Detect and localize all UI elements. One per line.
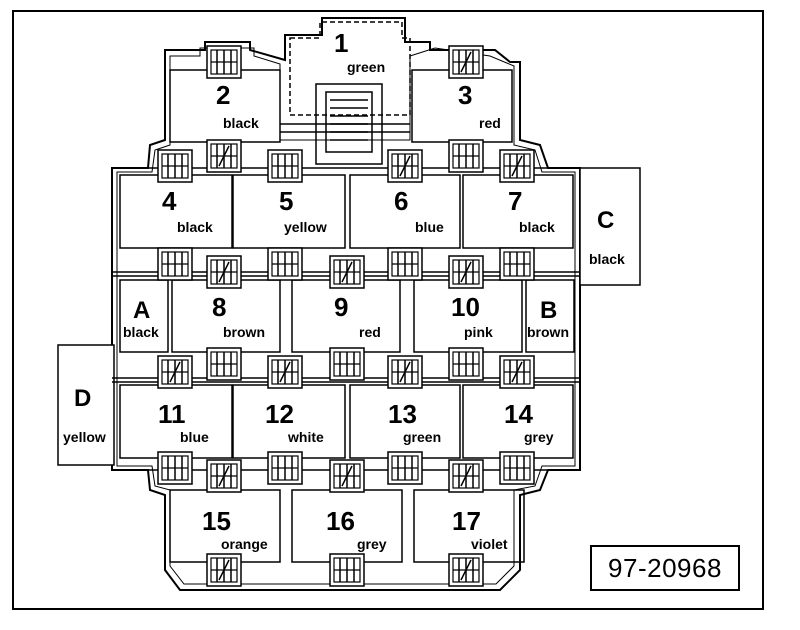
terminal-block (206, 255, 242, 289)
relay-9-color: red (359, 324, 381, 340)
relay-5-color: yellow (284, 219, 327, 235)
socket-D-color: yellow (63, 429, 106, 445)
relay-9-number: 9 (334, 292, 348, 322)
relay-2-number: 2 (216, 80, 230, 110)
relay-6-number: 6 (394, 186, 408, 216)
terminal-block (206, 459, 242, 493)
relay-5-number: 5 (279, 186, 293, 216)
relay-4-number: 4 (162, 186, 177, 216)
relay-7-color: black (519, 219, 555, 235)
terminal-block (206, 139, 242, 173)
relay-1-color: green (347, 59, 385, 75)
relay-1-connector (280, 83, 410, 165)
socket-D-letter: D (74, 385, 91, 412)
terminal-block (329, 459, 365, 493)
relay-12-number: 12 (265, 399, 294, 429)
terminal-block (157, 247, 193, 281)
relay-10-number: 10 (451, 292, 480, 322)
socket-B-box (525, 279, 575, 353)
relay-1-outline (289, 21, 411, 116)
terminal-block (329, 255, 365, 289)
socket-D-box (57, 344, 115, 466)
terminal-block (206, 45, 242, 79)
relay-13-color: green (403, 429, 441, 445)
terminal-block (206, 347, 242, 381)
relay-3-number: 3 (458, 80, 472, 110)
terminal-block (387, 149, 423, 183)
relay-16-number: 16 (326, 506, 355, 536)
terminal-block (499, 451, 535, 485)
terminal-block (387, 355, 423, 389)
socket-A-color: black (123, 324, 159, 340)
socket-B-letter: B (540, 297, 557, 324)
relay-8-color: brown (223, 324, 265, 340)
terminal-block (387, 451, 423, 485)
socket-A-box (119, 279, 169, 353)
terminal-block (448, 459, 484, 493)
relay-14-color: grey (524, 429, 554, 445)
relay-4-color: black (177, 219, 213, 235)
socket-A-letter: A (133, 297, 150, 324)
terminal-block (157, 451, 193, 485)
relay-14-number: 14 (504, 399, 533, 429)
terminal-block (499, 355, 535, 389)
relay-15-number: 15 (202, 506, 231, 536)
terminal-block (329, 347, 365, 381)
relay-1-number: 1 (334, 28, 348, 58)
relay-7-number: 7 (508, 186, 522, 216)
terminal-block (267, 451, 303, 485)
diagram-frame (12, 10, 764, 610)
terminal-block (448, 45, 484, 79)
reference-number-box: 97-20968 (590, 545, 740, 591)
terminal-block (329, 553, 365, 587)
reference-number: 97-20968 (608, 552, 722, 583)
relay-6-color: blue (415, 219, 444, 235)
terminal-block (387, 247, 423, 281)
terminal-block (448, 255, 484, 289)
relay-3-color: red (479, 115, 501, 131)
socket-B-color: brown (527, 324, 569, 340)
relay-2-color: black (223, 115, 259, 131)
socket-C-letter: C (597, 207, 614, 234)
terminal-blocks (157, 45, 535, 587)
relay-8-number: 8 (212, 292, 226, 322)
socket-C-box (579, 167, 641, 286)
terminal-block (267, 149, 303, 183)
terminal-block (499, 149, 535, 183)
relay-16-color: grey (357, 536, 387, 552)
relay-17-number: 17 (452, 506, 481, 536)
relay-15-color: orange (221, 536, 268, 552)
terminal-block (267, 355, 303, 389)
relay-13-number: 13 (388, 399, 417, 429)
relay-11-number: 11 (158, 399, 186, 429)
terminal-block (448, 553, 484, 587)
relay-10-color: pink (464, 324, 493, 340)
terminal-block (499, 247, 535, 281)
socket-C-color: black (589, 251, 625, 267)
relay-11-color: blue (180, 429, 209, 445)
terminal-block (157, 355, 193, 389)
terminal-block (267, 247, 303, 281)
terminal-block (448, 139, 484, 173)
terminal-block (157, 149, 193, 183)
terminal-block (206, 553, 242, 587)
terminal-block (448, 347, 484, 381)
relay-17-color: violet (471, 536, 508, 552)
relay-12-color: white (287, 429, 324, 445)
